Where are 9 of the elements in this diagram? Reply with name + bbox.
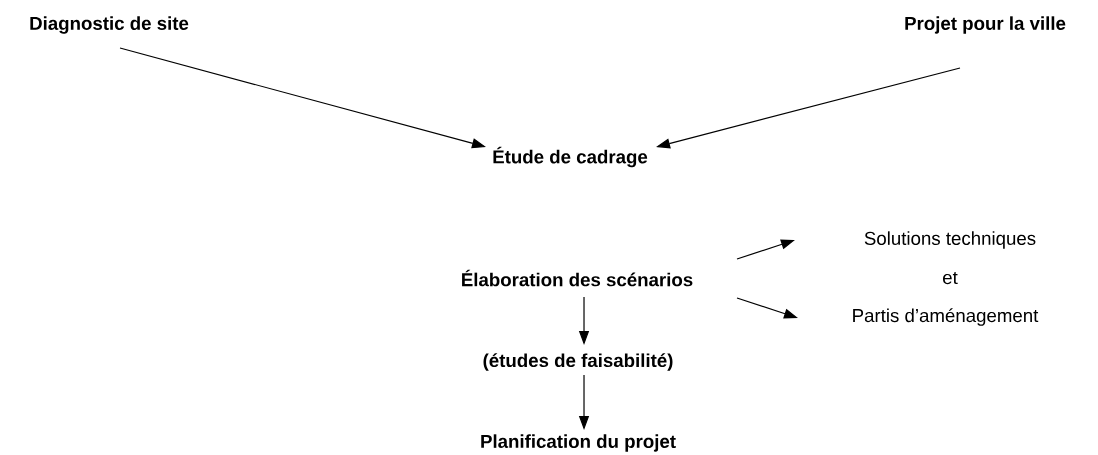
text-label: Planification du projet [481,434,676,452]
text-label: Élaboration des scénarios [462,269,693,287]
text-label: Solutions techniques [864,231,1036,249]
text-label: (études de faisabilité) [483,353,673,371]
text-label: Projet pour la ville [905,16,1066,34]
text-label: et [943,271,958,285]
text-label: Diagnostic de site [30,16,189,34]
text-label: Partis d’aménagement [853,308,1039,326]
text-label: Étude de cadrage [493,146,648,168]
